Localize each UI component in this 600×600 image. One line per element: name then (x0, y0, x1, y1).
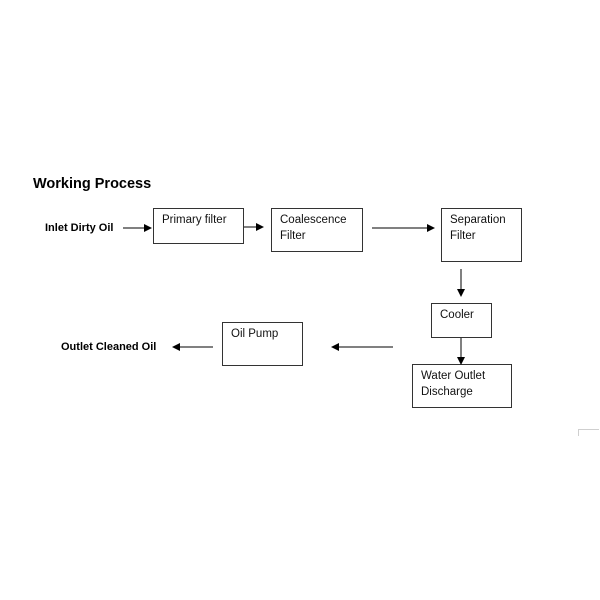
node-coalescence-label-line1: Coalescence (280, 214, 347, 226)
node-cooler: Cooler (431, 303, 492, 338)
node-separation-label-line1: Separation (450, 214, 506, 226)
node-separation-filter: Separation Filter (441, 208, 522, 262)
node-primary-filter-label: Primary filter (162, 214, 227, 226)
outlet-cleaned-oil-label: Outlet Cleaned Oil (61, 341, 157, 353)
node-oil-pump-label: Oil Pump (231, 328, 279, 340)
node-water-outlet-discharge: Water Outlet Discharge (412, 364, 512, 408)
inlet-dirty-oil-label: Inlet Dirty Oil (45, 222, 114, 234)
node-coalescence-label-line2: Filter (280, 230, 306, 242)
node-oil-pump: Oil Pump (222, 322, 303, 366)
node-outlet-label: Outlet (454, 370, 486, 382)
node-coalescence-filter: Coalescence Filter (271, 208, 363, 252)
node-cooler-label: Cooler (440, 309, 474, 321)
node-discharge-label: Discharge (421, 386, 473, 398)
node-water-label: Water (421, 370, 452, 382)
diagram-title: Working Process (33, 176, 152, 192)
node-separation-label-line2: Filter (450, 230, 476, 242)
node-primary-filter: Primary filter (153, 208, 244, 244)
corner-mark (578, 429, 599, 436)
